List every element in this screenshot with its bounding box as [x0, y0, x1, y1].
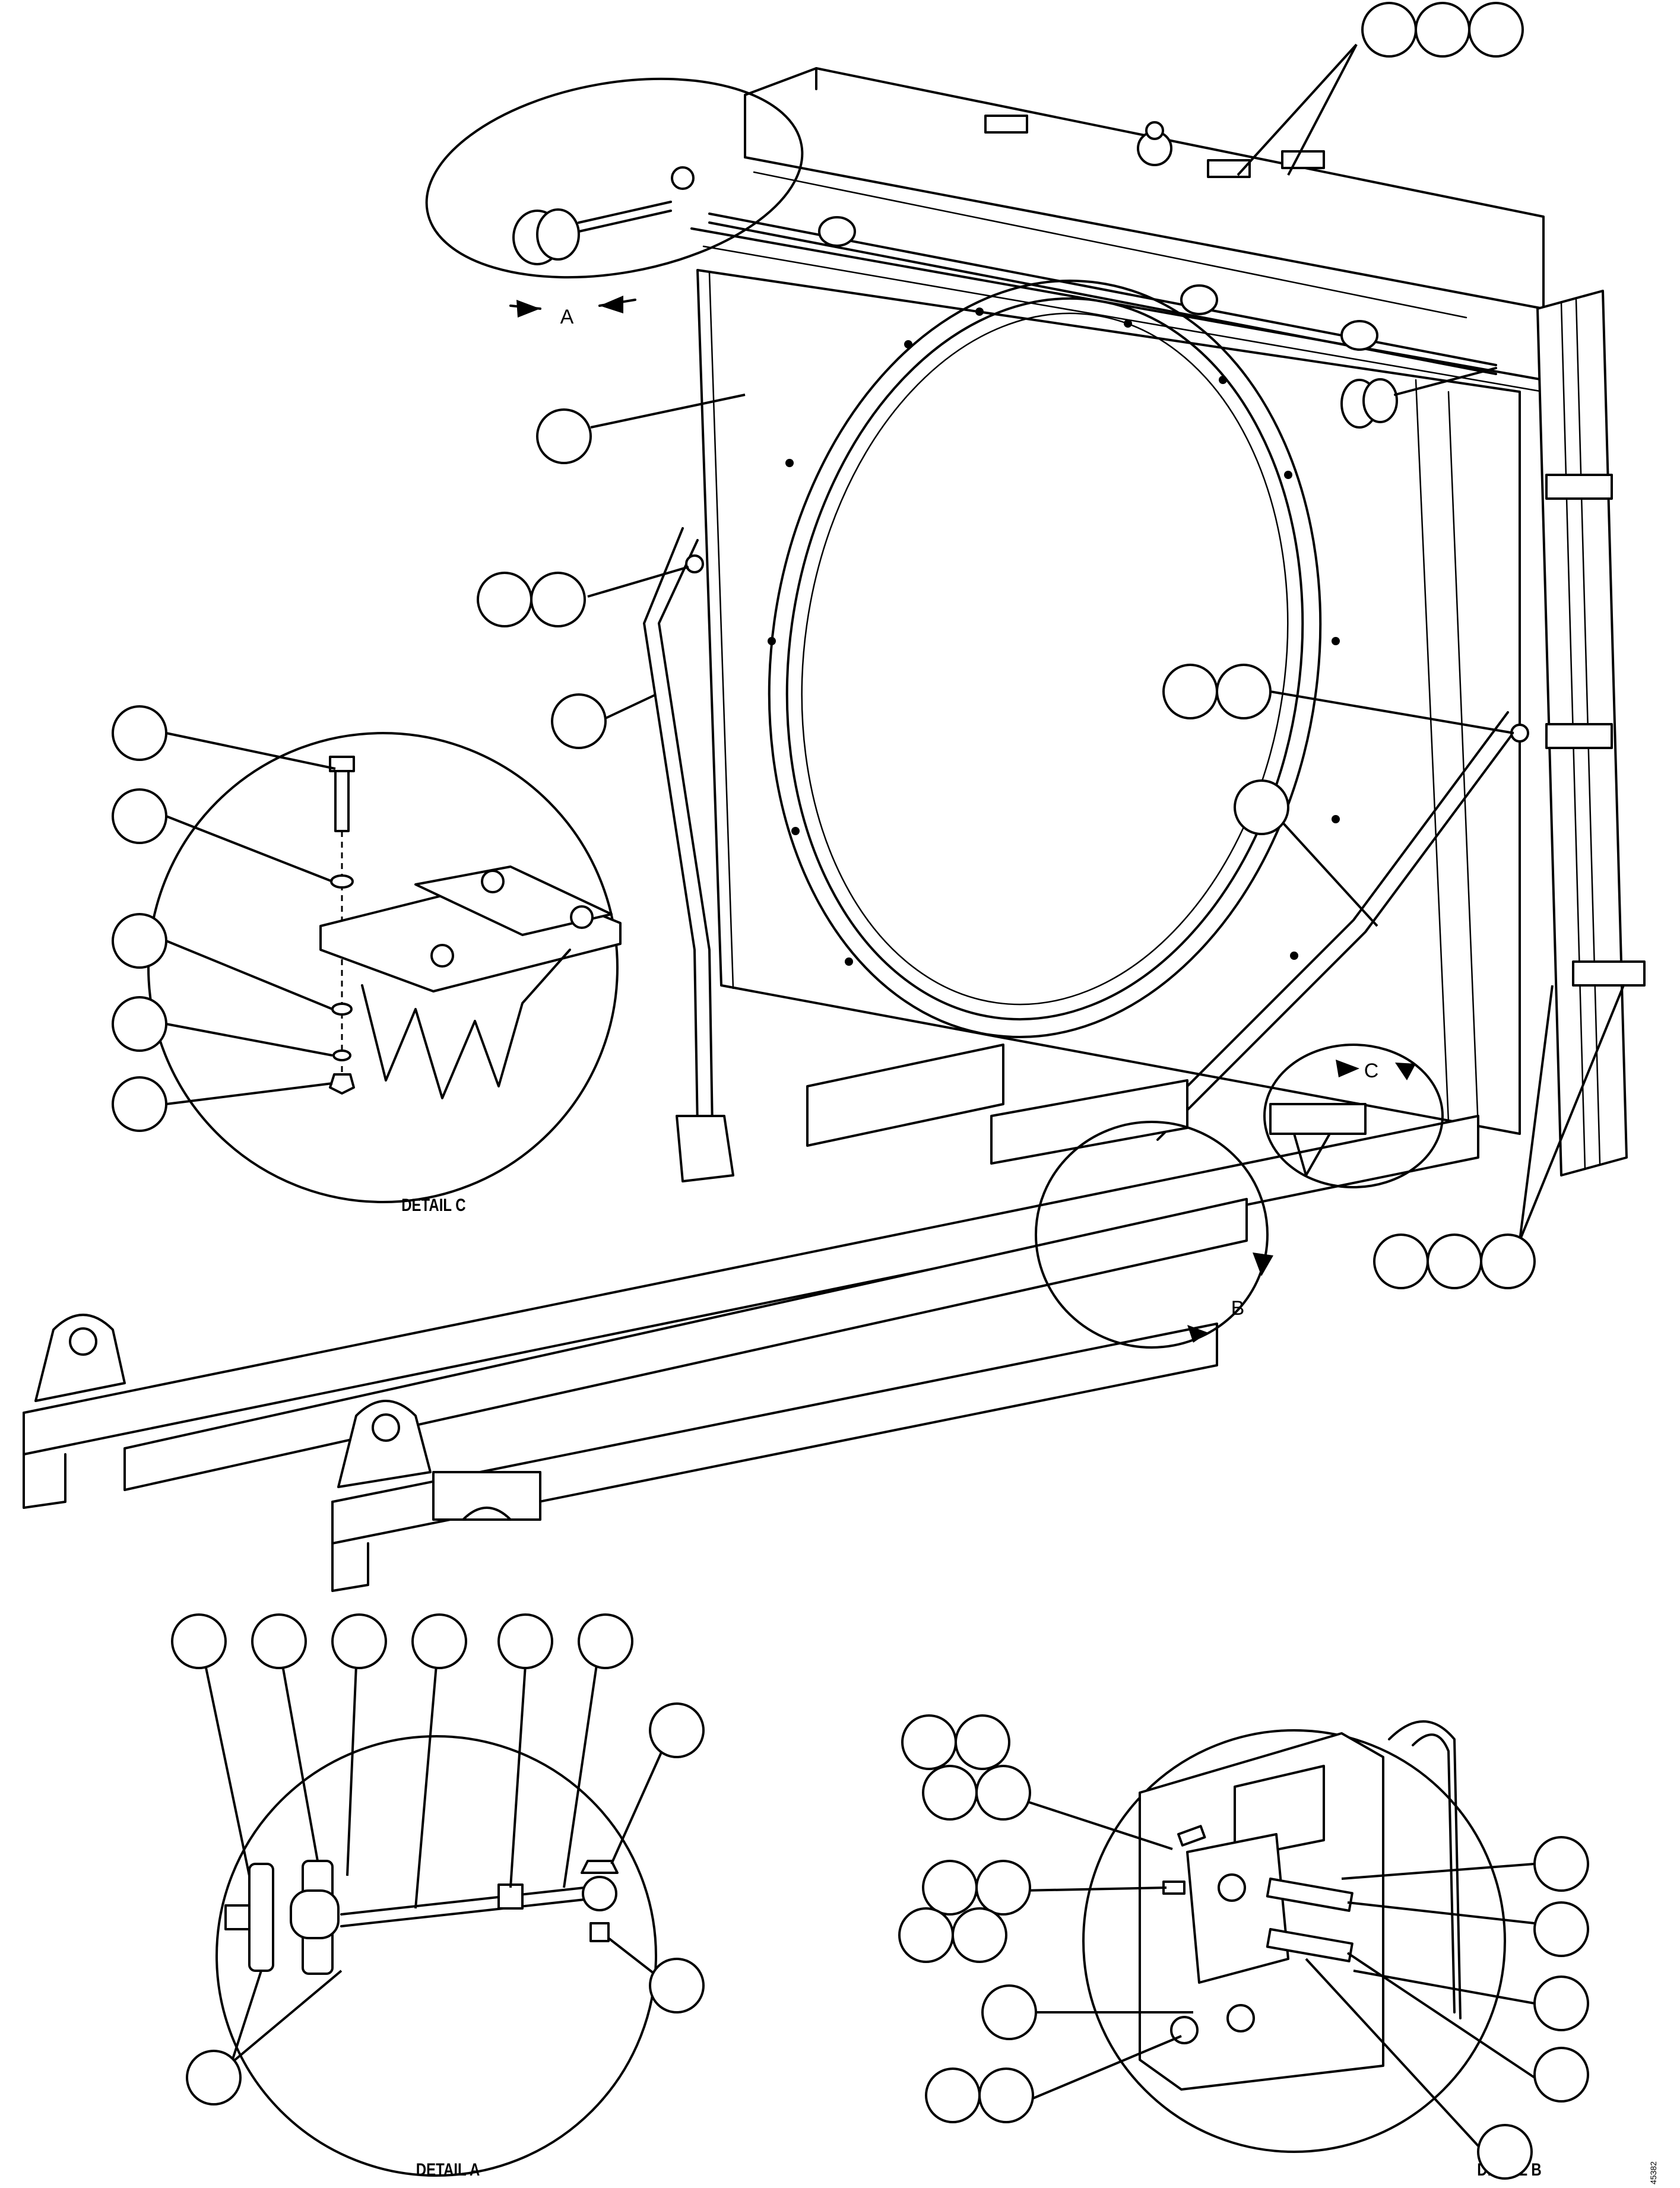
callout-balloon — [186, 2050, 242, 2105]
callout-balloon — [536, 408, 592, 464]
left-brace-strut — [643, 527, 734, 1182]
callout-balloon — [1533, 1836, 1589, 1892]
view-a-callout: A — [425, 77, 804, 328]
callout-balloon — [1533, 2047, 1589, 2103]
callout-balloon — [1427, 1233, 1482, 1289]
callout-balloon — [978, 2067, 1034, 2123]
callout-balloon — [1477, 2124, 1533, 2180]
callout-balloon — [1415, 2, 1470, 58]
detail-a: DETAIL A — [215, 1735, 657, 2180]
callout-balloon — [898, 1907, 954, 1963]
callout-balloon — [331, 1613, 387, 1669]
callout-balloon — [1468, 2, 1524, 58]
callout-balloon — [497, 1613, 553, 1669]
callout-balloon — [1480, 1233, 1536, 1289]
top-tank — [744, 67, 1545, 319]
drawing-number: 45382 — [1649, 2161, 1658, 2184]
callout-balloon — [1373, 1233, 1429, 1289]
lifting-lug — [34, 1314, 432, 1488]
base-skid — [23, 1044, 1479, 1592]
callout-balloon — [952, 1907, 1007, 1963]
tie-rod-pulley — [512, 166, 1497, 429]
callout-balloon — [649, 1958, 705, 2013]
callout-balloon — [1533, 1975, 1589, 2031]
callout-balloon — [1162, 664, 1218, 719]
callout-balloon — [112, 1076, 167, 1132]
callout-balloon — [112, 913, 167, 969]
callout-balloon — [1533, 1901, 1589, 1957]
view-c-callout: C — [1263, 1044, 1444, 1188]
callout-balloon — [922, 1765, 978, 1821]
callout-balloon — [251, 1613, 307, 1669]
callout-balloon — [112, 996, 167, 1052]
callout-balloon — [975, 1765, 1031, 1821]
callout-balloon — [1361, 2, 1417, 58]
detail-c-title: DETAIL C — [401, 1194, 465, 1215]
view-c-label: C — [1364, 1060, 1379, 1082]
callout-balloons — [112, 2, 1625, 2180]
callout-balloon — [477, 572, 532, 627]
radiator-core — [690, 227, 1545, 1135]
callout-balloon — [171, 1613, 227, 1669]
view-a-label: A — [560, 306, 574, 328]
radiator-assembly — [23, 67, 1646, 1592]
callout-balloon — [530, 572, 586, 627]
top-cross-rod — [708, 213, 1497, 375]
callout-balloon — [1234, 779, 1289, 835]
callout-balloon — [411, 1613, 467, 1669]
callout-balloon — [1216, 664, 1272, 719]
fan-shroud-ring — [768, 280, 1340, 1038]
callout-balloon — [649, 1702, 705, 1758]
detail-b: DETAIL B — [1082, 1720, 1542, 2180]
mounting-pad — [432, 1103, 1367, 1521]
callout-balloon — [981, 1984, 1037, 2040]
view-b-label: B — [1231, 1297, 1245, 1320]
callout-balloon — [955, 1714, 1010, 1770]
detail-a-title: DETAIL A — [416, 2159, 480, 2179]
callout-balloon — [922, 1860, 978, 1916]
right-brace-strut — [1142, 711, 1529, 1141]
callout-balloon — [578, 1613, 633, 1669]
detail-c: DETAIL C — [147, 732, 622, 1215]
side-rail — [1536, 290, 1646, 1177]
callout-balloon — [112, 705, 167, 761]
callout-balloon — [925, 2067, 981, 2123]
callout-balloon — [901, 1714, 957, 1770]
callout-balloon — [975, 1860, 1031, 1916]
callout-balloon — [551, 693, 607, 749]
callout-balloon — [112, 788, 167, 844]
view-b-callout: B — [1035, 1121, 1273, 1349]
